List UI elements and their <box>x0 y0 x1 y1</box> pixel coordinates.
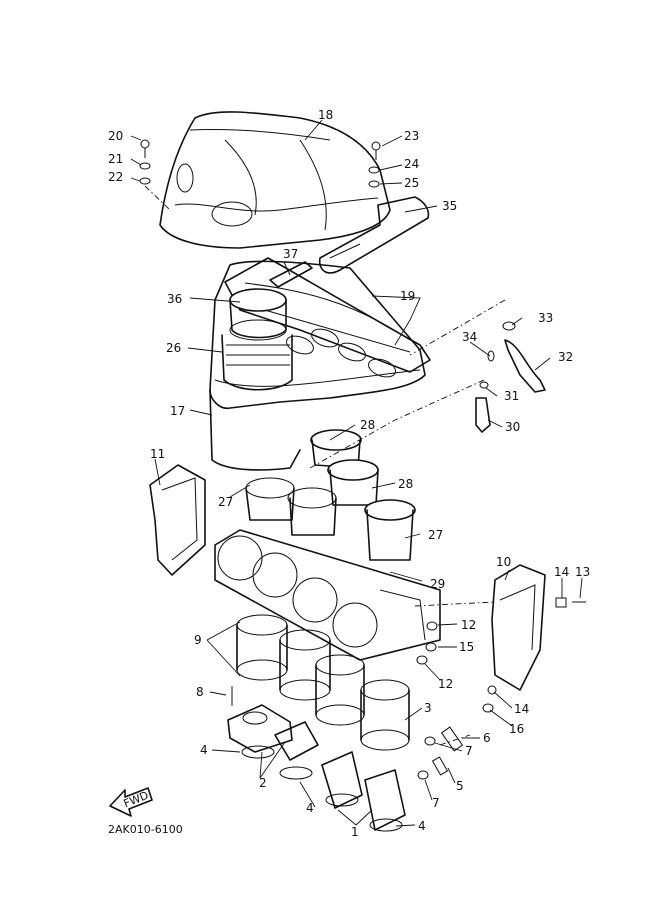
label-12: 12 <box>438 677 453 691</box>
label-36: 36 <box>167 292 182 306</box>
label-6: 6 <box>483 731 491 745</box>
cylinder-element <box>221 288 293 391</box>
label-32: 32 <box>558 350 573 364</box>
intake-duct <box>318 196 430 274</box>
label-28: 28 <box>360 418 375 432</box>
label-4: 4 <box>306 801 314 815</box>
intake-joints <box>236 614 410 751</box>
label-27: 27 <box>428 528 443 542</box>
label-3: 3 <box>424 701 432 715</box>
leader-lines <box>130 119 583 827</box>
label-34: 34 <box>462 330 477 344</box>
label-31: 31 <box>504 389 519 403</box>
label-5: 5 <box>456 779 464 793</box>
label-4: 4 <box>200 743 208 757</box>
label-15: 15 <box>459 640 474 654</box>
label-4: 4 <box>418 819 426 833</box>
label-20: 20 <box>108 129 123 143</box>
label-24: 24 <box>404 157 419 171</box>
label-22: 22 <box>108 170 123 184</box>
label-13: 13 <box>575 565 590 579</box>
side-cover-left <box>149 464 206 576</box>
label-7: 7 <box>432 796 440 810</box>
part-code: 2AK010-6100 <box>108 823 183 836</box>
label-7: 7 <box>465 744 473 758</box>
callout-labels: 1 2 3 4 4 4 5 6 7 7 8 9 10 11 12 12 13 1… <box>108 108 590 839</box>
label-10: 10 <box>496 555 511 569</box>
label-37: 37 <box>283 247 298 261</box>
assembly-guide-lines <box>144 185 506 746</box>
label-9: 9 <box>194 633 202 647</box>
label-8: 8 <box>196 685 204 699</box>
label-14: 14 <box>554 565 569 579</box>
label-27: 27 <box>218 495 233 509</box>
label-35: 35 <box>442 199 457 213</box>
label-29: 29 <box>430 577 445 591</box>
label-2: 2 <box>259 776 267 790</box>
label-14: 14 <box>514 702 529 716</box>
label-25: 25 <box>404 176 419 190</box>
label-23: 23 <box>404 129 419 143</box>
manifolds <box>227 704 406 832</box>
label-21: 21 <box>108 152 123 166</box>
joint-boots <box>245 429 416 561</box>
fwd-text: FWD <box>122 789 151 811</box>
carburetor-assembly <box>214 529 441 661</box>
label-17: 17 <box>170 404 185 418</box>
seal-37 <box>269 261 313 288</box>
label-19: 19 <box>400 289 415 303</box>
filter-element <box>224 257 431 373</box>
label-16: 16 <box>509 722 524 736</box>
label-11: 11 <box>150 447 165 461</box>
small-hardware <box>139 139 586 780</box>
label-18: 18 <box>318 108 333 122</box>
label-28: 28 <box>398 477 413 491</box>
fwd-arrow-icon: FWD <box>109 787 153 817</box>
air-cleaner-cover <box>159 111 391 249</box>
label-12: 12 <box>461 618 476 632</box>
label-26: 26 <box>166 341 181 355</box>
label-33: 33 <box>538 311 553 325</box>
label-1: 1 <box>351 825 359 839</box>
side-cover-right <box>491 564 546 691</box>
label-30: 30 <box>505 420 520 434</box>
